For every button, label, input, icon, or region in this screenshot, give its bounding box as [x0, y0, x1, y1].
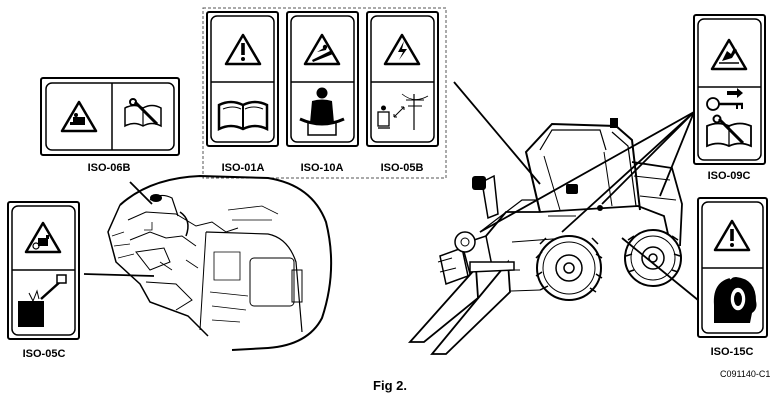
battery-icon: [18, 274, 67, 327]
tip-over-icon: [312, 44, 333, 62]
decal-iso-09c: [693, 14, 766, 165]
engine-compartment-illustration: [107, 174, 333, 351]
figure-code: C091140-C1: [720, 369, 771, 379]
power-line-clearance-icon: [377, 93, 429, 130]
electrical-hazard-icon: [383, 33, 421, 66]
decal-iso-05b: [366, 11, 439, 147]
warning-triangle-icon: [713, 219, 751, 252]
decal-group-frame: [202, 7, 447, 179]
engine-hazard-icon: [70, 113, 85, 125]
label-iso-05b: ISO-05B: [380, 162, 424, 174]
key-icon: [706, 88, 743, 111]
telehandler-illustration: [407, 118, 683, 355]
label-iso-09c: ISO-09C: [707, 170, 751, 182]
crush-hazard-icon: [710, 38, 748, 71]
battery-hazard-icon: [32, 235, 49, 250]
warning-triangle-icon: [224, 33, 262, 66]
manual-book-icon: [217, 100, 269, 132]
label-iso-06b: ISO-06B: [87, 162, 131, 174]
figure-caption: Fig 2.: [373, 378, 407, 393]
label-iso-05c: ISO-05C: [22, 348, 66, 360]
operator-seat-icon: [299, 87, 345, 136]
manual-book-icon: [124, 98, 162, 128]
leader-lines: [83, 81, 699, 301]
decal-iso-05c: [7, 201, 80, 340]
decal-iso-01a: [206, 11, 279, 147]
hearing-protection-icon: [713, 274, 757, 323]
manual-book-icon: [706, 114, 752, 148]
decal-iso-06b: [40, 77, 180, 156]
label-iso-15c: ISO-15C: [710, 346, 754, 358]
decal-iso-10a: [286, 11, 359, 147]
decal-iso-15c: [697, 197, 768, 338]
label-iso-10a: ISO-10A: [300, 162, 344, 174]
label-iso-01a: ISO-01A: [221, 162, 265, 174]
